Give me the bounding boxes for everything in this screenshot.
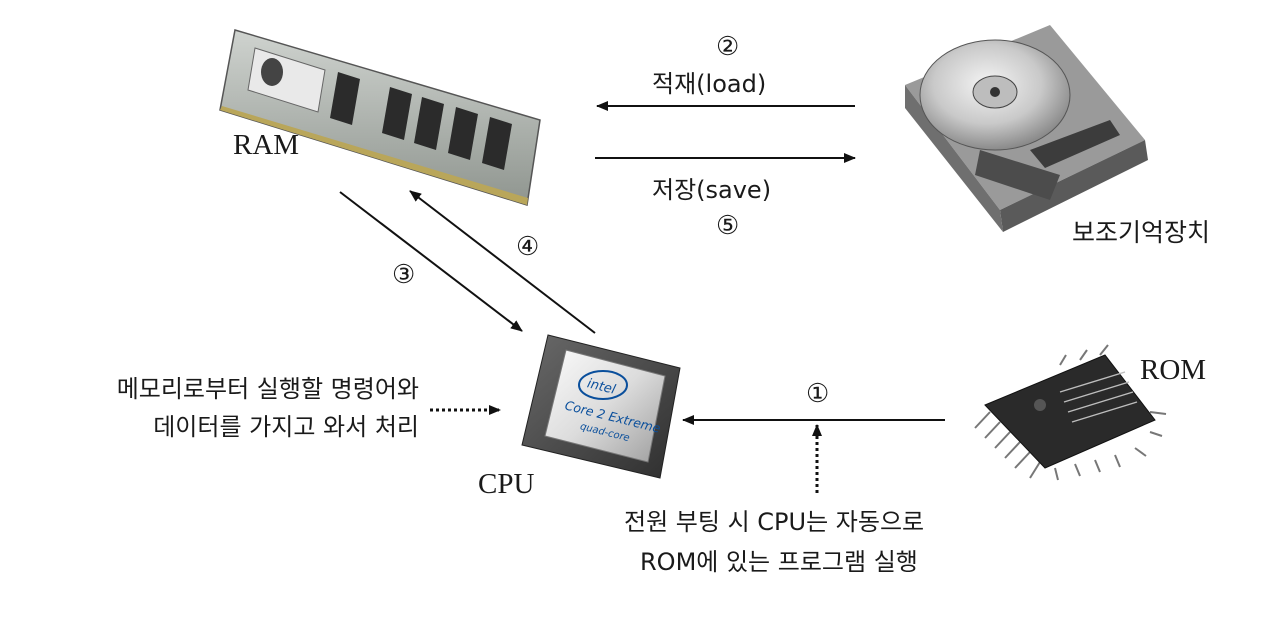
cpu-chip-icon <box>521 334 681 479</box>
step-3-marker: ③ <box>392 260 416 289</box>
arrow-cpu-to-ram <box>409 190 596 334</box>
rom-chip-icon <box>974 344 1167 481</box>
cpu-note-line-1: 메모리로부터 실행할 명령어와 <box>116 375 419 403</box>
storage-label: 보조기억장치 <box>1072 218 1211 247</box>
cpu-note-line-2: 데이터를 가지고 와서 처리 <box>153 413 419 441</box>
boot-note-line-1: 전원 부팅 시 CPU는 자동으로 <box>624 508 925 536</box>
step-4-marker: ④ <box>516 232 540 261</box>
boot-note-line-2: ROM에 있는 프로그램 실행 <box>640 548 918 576</box>
cpu-brand-text: intel <box>586 376 618 398</box>
step-2-marker: ② <box>716 32 740 61</box>
save-label: 저장(save) <box>652 176 772 204</box>
ram-module-icon <box>219 29 541 206</box>
step-1-marker: ① <box>806 379 830 408</box>
step-5-marker: ⑤ <box>716 211 740 240</box>
hard-disk-icon <box>905 25 1148 232</box>
load-label: 적재(load) <box>652 70 767 98</box>
rom-label: ROM <box>1140 354 1207 386</box>
arrow-ram-to-cpu <box>339 191 523 332</box>
ram-label: RAM <box>233 129 300 161</box>
cpu-label: CPU <box>478 468 535 500</box>
